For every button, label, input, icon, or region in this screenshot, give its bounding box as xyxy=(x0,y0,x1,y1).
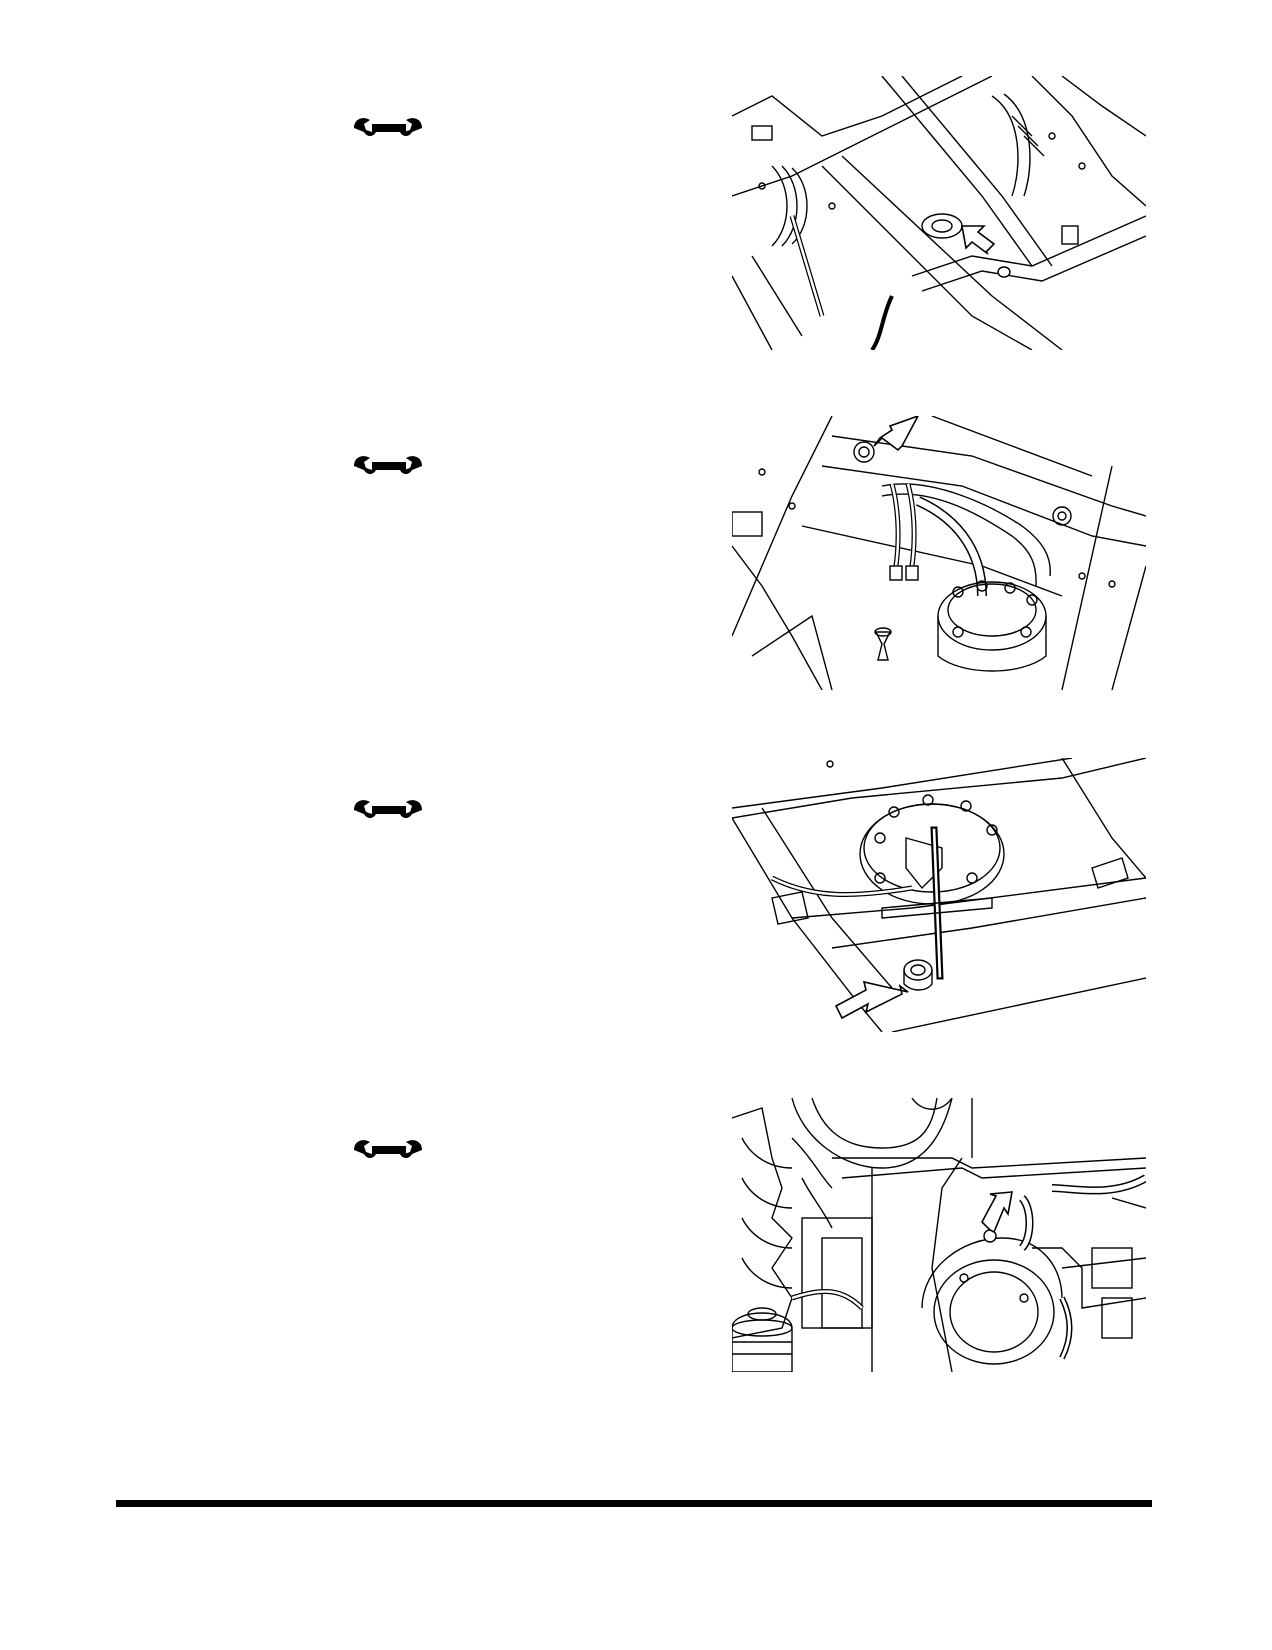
radiator-drain-plug-illustration xyxy=(732,76,1146,350)
page-bottom-rule xyxy=(116,1500,1152,1507)
tank-cap-bolt-illustration xyxy=(732,416,1146,690)
wrench-icon xyxy=(354,118,422,136)
wrench-icon xyxy=(354,800,422,818)
wrench-icon xyxy=(354,456,422,474)
engine-block-drain-illustration xyxy=(732,1098,1146,1372)
tank-bottom-drain-plug-illustration xyxy=(732,758,1146,1032)
wrench-icon xyxy=(354,1140,422,1158)
